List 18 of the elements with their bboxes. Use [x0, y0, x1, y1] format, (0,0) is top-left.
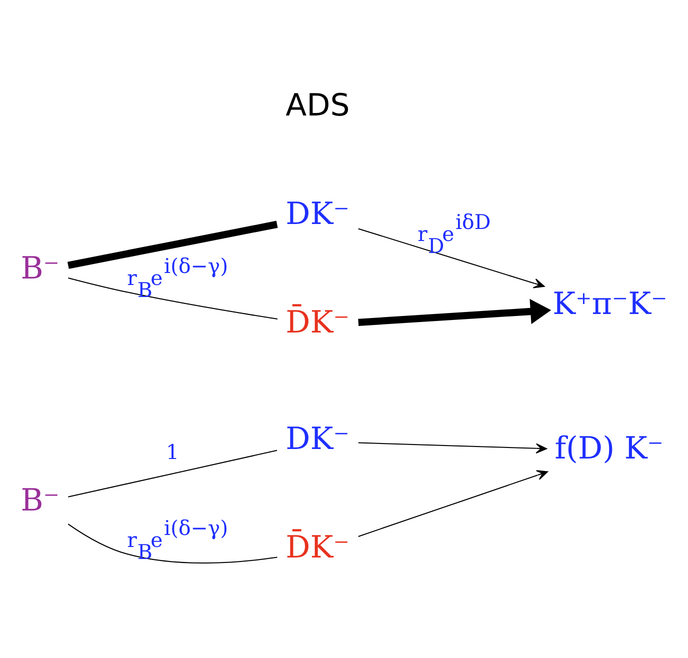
connector: [67, 220, 278, 269]
node-text: B⁻: [20, 251, 60, 286]
node-text: DK⁻: [286, 197, 350, 232]
edge-label: 1: [166, 440, 180, 464]
node-text: f(D) K⁻: [554, 431, 664, 466]
node-text: D̄K⁻: [286, 306, 350, 341]
node-text: B⁻: [20, 484, 60, 519]
arrow: [358, 442, 547, 454]
connector: [68, 524, 278, 564]
label: ADS: [286, 88, 350, 124]
connector: [68, 278, 278, 320]
arrow: [358, 470, 548, 537]
arrow: [358, 228, 545, 288]
arrow: [358, 298, 552, 326]
node-text: K⁺π⁻K⁻: [552, 287, 668, 322]
connector: [68, 450, 278, 498]
node-text: DK⁻: [286, 422, 350, 458]
node-text: D̄K⁻: [286, 530, 350, 566]
